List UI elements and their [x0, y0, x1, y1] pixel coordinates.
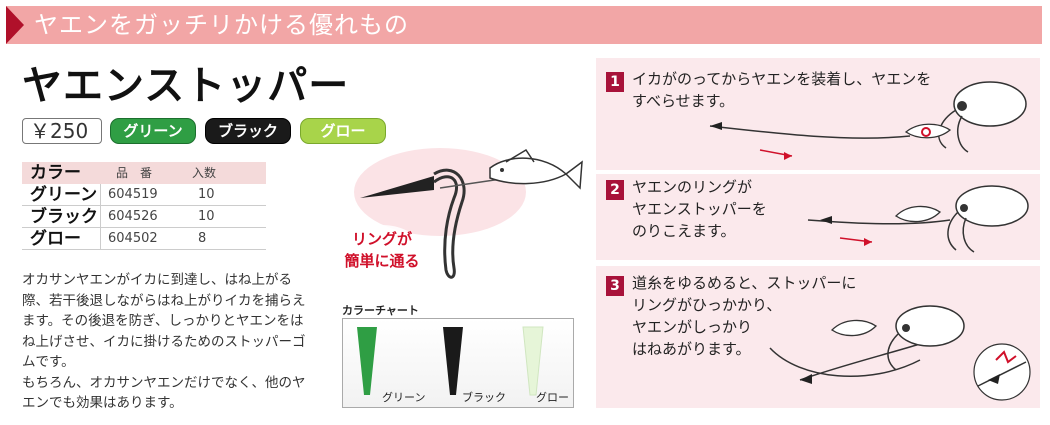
squid-illustration — [887, 305, 965, 371]
color-pill-black: ブラック — [205, 118, 291, 144]
step-line: イカがのってからヤエンを装着し、ヤエンを — [632, 70, 932, 88]
price: ￥250 — [30, 119, 89, 143]
table-row: グリーン 604519 10 — [22, 184, 266, 206]
color-pill-green: グリーン — [110, 118, 196, 144]
step-text: ヤエンのリングが ヤエンストッパーを のりこえます。 — [632, 176, 767, 242]
squid-illustration — [947, 185, 1029, 253]
squid-illustration — [938, 81, 1027, 153]
impact-icon — [995, 350, 1017, 364]
step-line: ヤエンストッパーを — [632, 200, 767, 218]
table-cell-color: ブラック — [30, 207, 98, 227]
swatch-glow — [522, 326, 544, 396]
color-pill-glow: グロー — [300, 118, 386, 144]
table-header-code: 品 番 — [116, 166, 153, 180]
banner-triangle-icon — [6, 6, 24, 44]
step-number: 1 — [606, 72, 624, 92]
description-paragraph: もちろん、オカサンヤエンだけでなく、他のヤエンでも効果はあります。 — [22, 374, 306, 412]
zoom-inset — [973, 343, 1031, 401]
color-chart — [342, 318, 574, 408]
description-paragraph: オカサンヤエンがイカに到達し、はね上がる際、若干後退しながらはね上がりイカを捕ら… — [22, 272, 306, 370]
step-line: リングがひっかかり、 — [632, 296, 782, 314]
table-cell-code: 604502 — [108, 231, 158, 246]
yaen-stopper-illustration — [354, 148, 583, 279]
table-header: カラー 品 番 入数 — [22, 162, 266, 184]
table-cell-code: 604526 — [108, 209, 158, 224]
step-line: 道糸をゆるめると、ストッパーに — [632, 274, 857, 292]
step-line: ヤエンのリングが — [632, 178, 753, 196]
stopper-cone-icon — [360, 176, 434, 198]
fish-illustration — [904, 123, 952, 139]
arrow-head-icon — [784, 152, 792, 160]
step-line: ヤエンがしっかり — [632, 318, 753, 336]
callout-line: 簡単に通る — [344, 252, 420, 270]
step-text: イカがのってからヤエンを装着し、ヤエンを すべらせます。 — [632, 68, 931, 112]
color-chart-label: カラーチャート — [342, 304, 419, 317]
table-cell-color: グロー — [30, 229, 81, 249]
product-table: カラー 品 番 入数 グリーン 604519 10 ブラック 604526 10… — [22, 162, 266, 250]
stopper-icon — [820, 216, 832, 224]
step-line: はねあがります。 — [632, 340, 751, 358]
step-number: 2 — [606, 180, 624, 200]
rod-line-icon — [769, 347, 921, 378]
color-chart-item: ブラック — [462, 391, 506, 404]
step-line: すべらせます。 — [632, 92, 735, 110]
table-cell-color: グリーン — [30, 185, 98, 205]
stopper-icon — [800, 374, 812, 384]
table-header-qty: 入数 — [192, 166, 217, 180]
color-chart-item: グロー — [536, 391, 569, 404]
arrow-head-icon — [864, 238, 872, 246]
table-cell-qty: 10 — [198, 187, 215, 202]
description: オカサンヤエンがイカに到達し、はね上がる際、若干後退しながらはね上がりイカを捕ら… — [22, 270, 312, 414]
banner-title: ヤエンをガッチリかける優れもの — [34, 11, 409, 39]
step-text: 道糸をゆるめると、ストッパーに リングがひっかかり、 ヤエンがしっかり はねあが… — [632, 272, 856, 360]
table-cell-qty: 8 — [198, 231, 207, 246]
step-line: のりこえます。 — [632, 222, 736, 240]
stopper-icon — [710, 122, 722, 130]
step2-illustration — [807, 185, 1029, 253]
zoom-line-icon — [977, 361, 1027, 387]
step3-illustration — [769, 305, 1031, 401]
step1-illustration — [709, 81, 1027, 160]
header-banner — [6, 6, 1042, 44]
fish-illustration — [830, 319, 878, 337]
fish-illustration — [894, 205, 942, 223]
table-header-color: カラー — [30, 163, 81, 183]
color-chart-swatches — [357, 326, 544, 396]
callout-text: リングが 簡単に通る — [341, 228, 423, 272]
yaen-line-icon — [799, 343, 921, 381]
fish-illustration — [489, 148, 583, 190]
swatch-black — [443, 327, 463, 395]
table-divider — [100, 184, 101, 250]
product-title: ヤエンストッパー — [22, 63, 350, 109]
zoom-stopper-icon — [988, 374, 1000, 384]
callout-line: リングが — [351, 230, 412, 248]
color-chart-item: グリーン — [382, 391, 426, 404]
illustration-background — [354, 148, 526, 236]
rod-line-icon — [709, 125, 911, 139]
step-panel-3 — [596, 266, 1040, 408]
ring-icon — [433, 168, 466, 279]
callout-bubble — [342, 225, 422, 277]
swatch-green — [357, 327, 377, 395]
table-row: ブラック 604526 10 — [22, 206, 266, 228]
table-cell-qty: 10 — [198, 209, 215, 224]
table-cell-code: 604519 — [108, 187, 158, 202]
price-box — [22, 118, 102, 144]
table-row: グロー 604502 8 — [22, 228, 266, 250]
step-number: 3 — [606, 276, 624, 296]
